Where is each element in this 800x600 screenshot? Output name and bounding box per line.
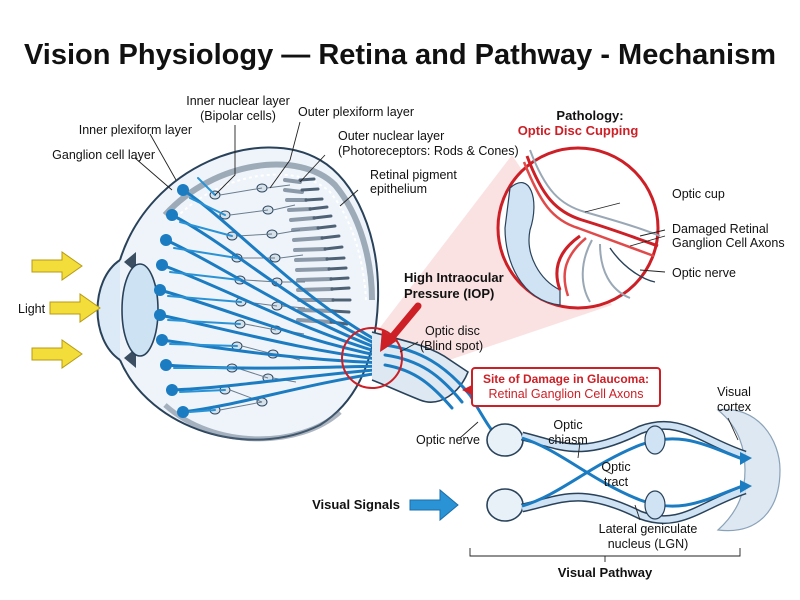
outer-nuclear-sublabel: (Photoreceptors: Rods & Cones) [338,144,519,158]
visual-signals-arrow [409,488,459,522]
pathology-subheading: Optic Disc Cupping [518,123,639,138]
optic-disc-sublabel: (Blind spot) [420,339,483,353]
visual-pathway-label: Visual Pathway [558,565,653,580]
iop-label: High Intraocular [404,270,504,285]
optic-disc-label: Optic disc [425,324,480,338]
inner-plexiform-label: Inner plexiform layer [79,123,192,137]
visual-cortex-label: Visual [717,385,751,399]
page-title: Vision Physiology — Retina and Pathway -… [24,39,776,71]
outer-plexiform-label: Outer plexiform layer [298,105,414,119]
photoreceptor-layer [283,177,352,326]
cornea [96,259,121,361]
pathology-heading: Pathology: [556,108,623,123]
tract-sublabel: tract [604,475,629,489]
rpe-label: Retinal pigment [370,168,457,182]
lgn-sublabel: nucleus (LGN) [608,537,689,551]
optic-nerve-label: Optic nerve [416,433,480,447]
visual-pathway-bracket [469,548,741,557]
damage-callout: Site of Damage in Glaucoma: Retinal Gang… [462,367,661,407]
visual-cortex-sublabel: cortex [717,400,752,414]
iop-sublabel: Pressure (IOP) [404,286,494,301]
magnification-wedge [372,155,612,378]
ganglion-layer-label: Ganglion cell layer [52,148,155,162]
light-label: Light [18,302,46,316]
optic-cup-label: Optic cup [672,187,725,201]
lgn-label: Lateral geniculate [599,522,698,536]
rpe-sublabel: epithelium [370,182,427,196]
pathology-optic-nerve-label: Optic nerve [672,266,736,280]
iop-arrow [384,302,422,346]
ganglion-cell-layer [154,177,387,418]
chiasm-label: Optic [553,418,582,432]
visual-pathway [486,408,781,532]
eyeball [96,146,380,442]
chiasm-sublabel: chiasm [548,433,588,447]
light-arrows [31,251,101,369]
pathology-inset [496,146,661,310]
damage-callout-title: Site of Damage in Glaucoma: [483,372,649,386]
damaged-axons-sublabel: Ganglion Cell Axons [672,236,785,250]
damage-callout-detail: Retinal Ganglion Cell Axons [489,387,644,401]
leader-lines [134,121,739,521]
outer-nuclear-label: Outer nuclear layer [338,129,444,143]
inner-nuclear-label: Inner nuclear layer [186,94,290,108]
optic-disc-highlight [341,327,403,389]
visual-signals-label: Visual Signals [312,497,400,512]
tract-label: Optic [601,460,630,474]
inner-nuclear-sublabel: (Bipolar cells) [200,109,276,123]
lens [121,263,159,357]
damaged-axons-label: Damaged Retinal [672,222,769,236]
